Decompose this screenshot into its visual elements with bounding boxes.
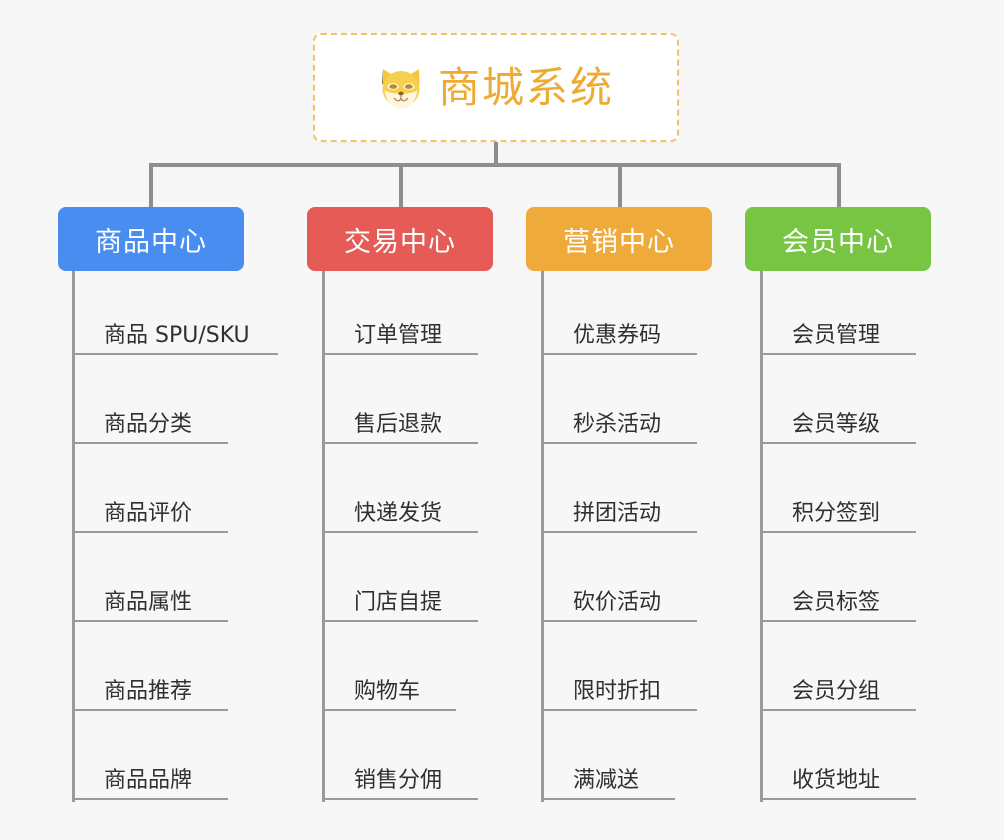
list-item[interactable]: 商品 SPU/SKU xyxy=(72,293,278,355)
category-label-2: 营销中心 xyxy=(563,226,675,258)
category-box-3[interactable]: 会员中心 xyxy=(745,207,931,271)
item-label: 秒杀活动 xyxy=(573,412,662,437)
connector-horizontal-bus xyxy=(149,163,841,167)
list-item[interactable]: 砍价活动 xyxy=(541,560,697,622)
category-label-1: 交易中心 xyxy=(344,226,456,258)
list-item[interactable]: 满减送 xyxy=(541,738,675,800)
shiba-dog-icon xyxy=(378,66,424,110)
root-title: 商城系统 xyxy=(437,62,614,112)
item-label: 商品分类 xyxy=(104,412,193,437)
root-node-shop-system[interactable]: 商城系统 xyxy=(313,33,679,142)
item-label: 购物车 xyxy=(354,679,421,704)
list-item[interactable]: 优惠券码 xyxy=(541,293,697,355)
item-label: 商品品牌 xyxy=(104,768,193,793)
item-label: 收货地址 xyxy=(792,768,881,793)
list-item[interactable]: 收货地址 xyxy=(760,738,916,800)
item-label: 积分签到 xyxy=(792,501,881,526)
list-item[interactable]: 积分签到 xyxy=(760,471,916,533)
item-label: 商品推荐 xyxy=(104,679,193,704)
category-box-1[interactable]: 交易中心 xyxy=(307,207,493,271)
category-box-0[interactable]: 商品中心 xyxy=(58,207,244,271)
list-item[interactable]: 销售分佣 xyxy=(322,738,478,800)
list-item[interactable]: 会员标签 xyxy=(760,560,916,622)
item-label: 会员标签 xyxy=(792,590,881,615)
column-spine-1 xyxy=(322,271,325,802)
item-label: 砍价活动 xyxy=(573,590,662,615)
list-item[interactable]: 会员管理 xyxy=(760,293,916,355)
connector-drop-4 xyxy=(837,163,841,209)
item-label: 优惠券码 xyxy=(573,323,662,348)
list-item[interactable]: 门店自提 xyxy=(322,560,478,622)
connector-root-stem xyxy=(494,142,498,166)
list-item[interactable]: 商品分类 xyxy=(72,382,228,444)
list-item[interactable]: 限时折扣 xyxy=(541,649,697,711)
item-label: 售后退款 xyxy=(354,412,443,437)
item-label: 快递发货 xyxy=(354,501,443,526)
item-label: 门店自提 xyxy=(354,590,443,615)
list-item[interactable]: 快递发货 xyxy=(322,471,478,533)
item-label: 限时折扣 xyxy=(573,679,662,704)
category-label-3: 会员中心 xyxy=(782,226,894,258)
list-item[interactable]: 商品品牌 xyxy=(72,738,228,800)
item-label: 会员分组 xyxy=(792,679,881,704)
list-item[interactable]: 售后退款 xyxy=(322,382,478,444)
list-item[interactable]: 拼团活动 xyxy=(541,471,697,533)
item-label: 拼团活动 xyxy=(573,501,662,526)
connector-drop-2 xyxy=(399,163,403,209)
column-spine-2 xyxy=(541,271,544,802)
item-label: 会员管理 xyxy=(792,323,881,348)
list-item[interactable]: 秒杀活动 xyxy=(541,382,697,444)
column-spine-3 xyxy=(760,271,763,802)
column-spine-0 xyxy=(72,271,75,802)
list-item[interactable]: 订单管理 xyxy=(322,293,478,355)
item-label: 会员等级 xyxy=(792,412,881,437)
connector-drop-3 xyxy=(618,163,622,209)
item-label: 商品属性 xyxy=(104,590,193,615)
list-item[interactable]: 商品属性 xyxy=(72,560,228,622)
root-node-content: 商城系统 xyxy=(378,66,614,110)
category-box-2[interactable]: 营销中心 xyxy=(526,207,712,271)
item-label: 商品评价 xyxy=(104,501,193,526)
list-item[interactable]: 商品推荐 xyxy=(72,649,228,711)
list-item[interactable]: 商品评价 xyxy=(72,471,228,533)
item-label: 满减送 xyxy=(573,768,640,793)
item-label: 订单管理 xyxy=(354,323,443,348)
list-item[interactable]: 会员分组 xyxy=(760,649,916,711)
item-label: 销售分佣 xyxy=(354,768,443,793)
list-item[interactable]: 会员等级 xyxy=(760,382,916,444)
connector-drop-1 xyxy=(149,163,153,209)
item-label: 商品 SPU/SKU xyxy=(104,323,250,348)
list-item[interactable]: 购物车 xyxy=(322,649,456,711)
category-label-0: 商品中心 xyxy=(95,226,207,258)
